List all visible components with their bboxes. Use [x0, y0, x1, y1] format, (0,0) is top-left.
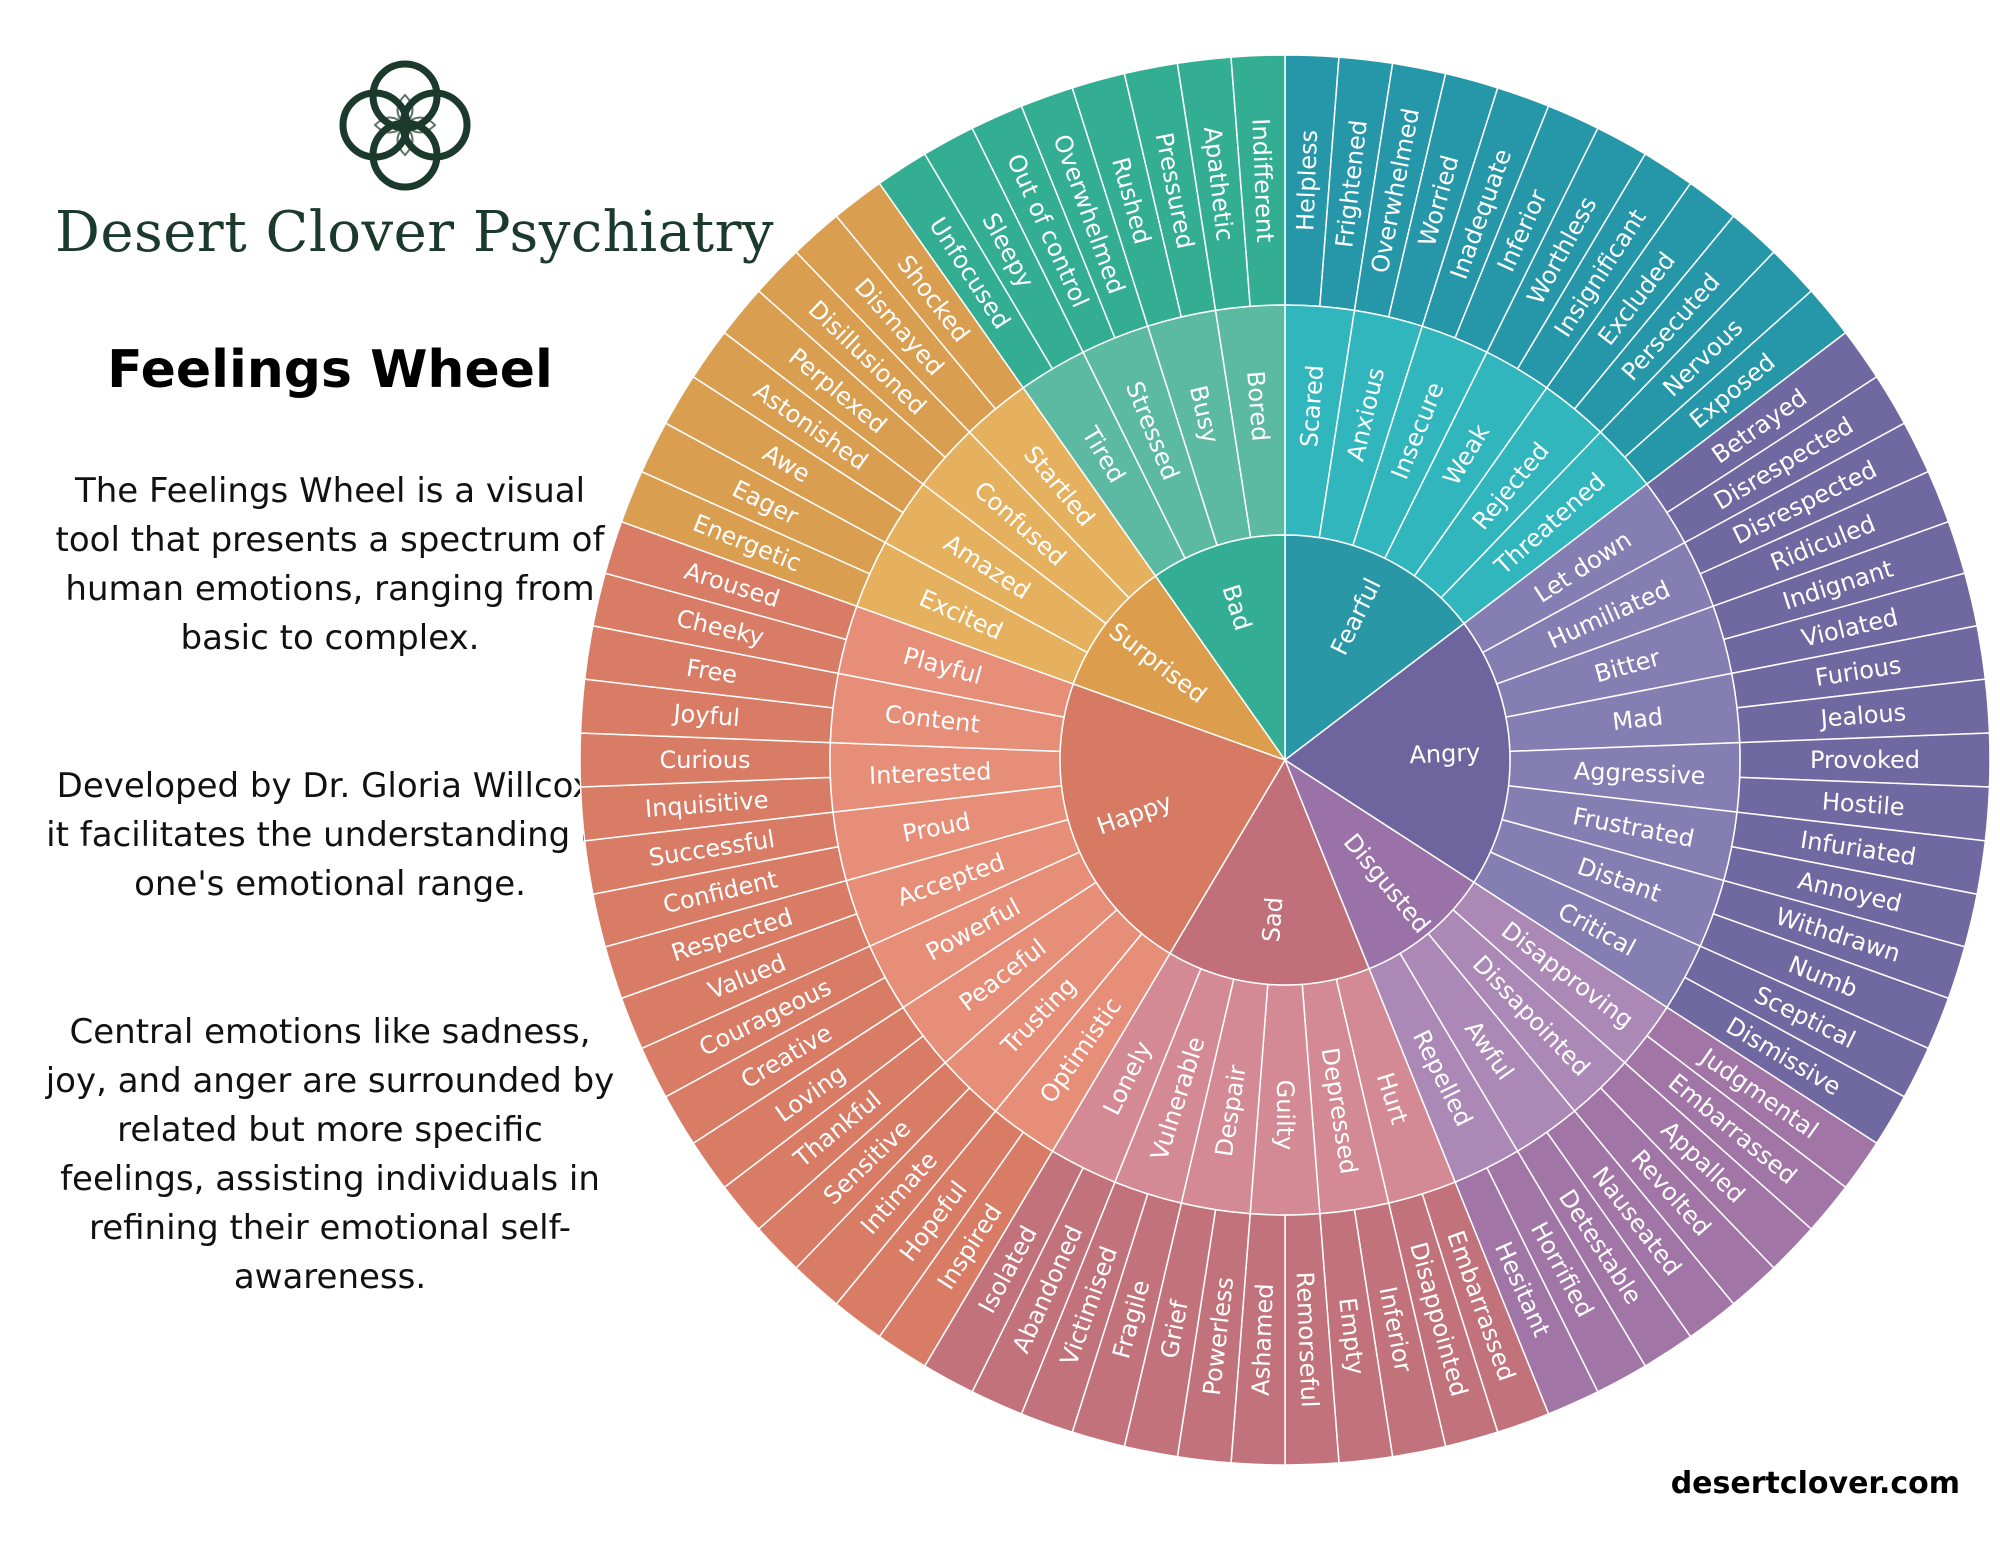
secondary-label-mad: Mad — [1611, 702, 1665, 736]
clover-logo-icon — [339, 60, 471, 191]
tertiary-label-hostile: Hostile — [1821, 787, 1906, 821]
tertiary-label-joyful: Joyful — [671, 699, 741, 732]
secondary-label-bored: Bored — [1241, 370, 1274, 442]
tertiary-label-indifferent: Indifferent — [1246, 118, 1279, 243]
brand-name: Desert Clover Psychiatry — [55, 200, 774, 265]
tertiary-label-curious: Curious — [660, 746, 751, 774]
website-link[interactable]: desertclover.com — [1670, 1466, 1960, 1501]
secondary-label-interested: Interested — [869, 757, 992, 790]
secondary-label-aggressive: Aggressive — [1573, 757, 1706, 790]
wheel-segment-happy — [1059, 682, 1287, 955]
core-label-sad: Sad — [1257, 896, 1288, 943]
wheel-segment-fearful — [1284, 534, 1465, 762]
tertiary-label-ashamed: Ashamed — [1247, 1283, 1279, 1396]
wheel-segment-surprised — [1072, 574, 1287, 762]
core-label-angry: Angry — [1409, 739, 1481, 770]
secondary-label-scared: Scared — [1295, 364, 1329, 448]
tertiary-label-provoked: Provoked — [1810, 746, 1920, 774]
wheel-segment-sad — [1168, 758, 1371, 986]
page-title: Feelings Wheel — [107, 340, 553, 400]
tertiary-label-helpless: Helpless — [1291, 129, 1323, 231]
origin-paragraph: Developed by Dr. Gloria Willcox, it faci… — [46, 766, 614, 904]
intro-paragraph: The Feelings Wheel is a visual tool that… — [55, 471, 605, 658]
wheel-segment-disgusted — [1283, 758, 1475, 970]
wheel-segment-bad — [1154, 534, 1286, 763]
secondary-label-guilty: Guilty — [1271, 1080, 1299, 1151]
explanation-paragraph: Central emotions like sadness, joy, and … — [45, 1012, 615, 1297]
tertiary-label-remorseful: Remorseful — [1291, 1271, 1324, 1408]
wheel-segment-angry — [1283, 622, 1511, 884]
tertiary-label-jealous: Jealous — [1818, 698, 1908, 733]
